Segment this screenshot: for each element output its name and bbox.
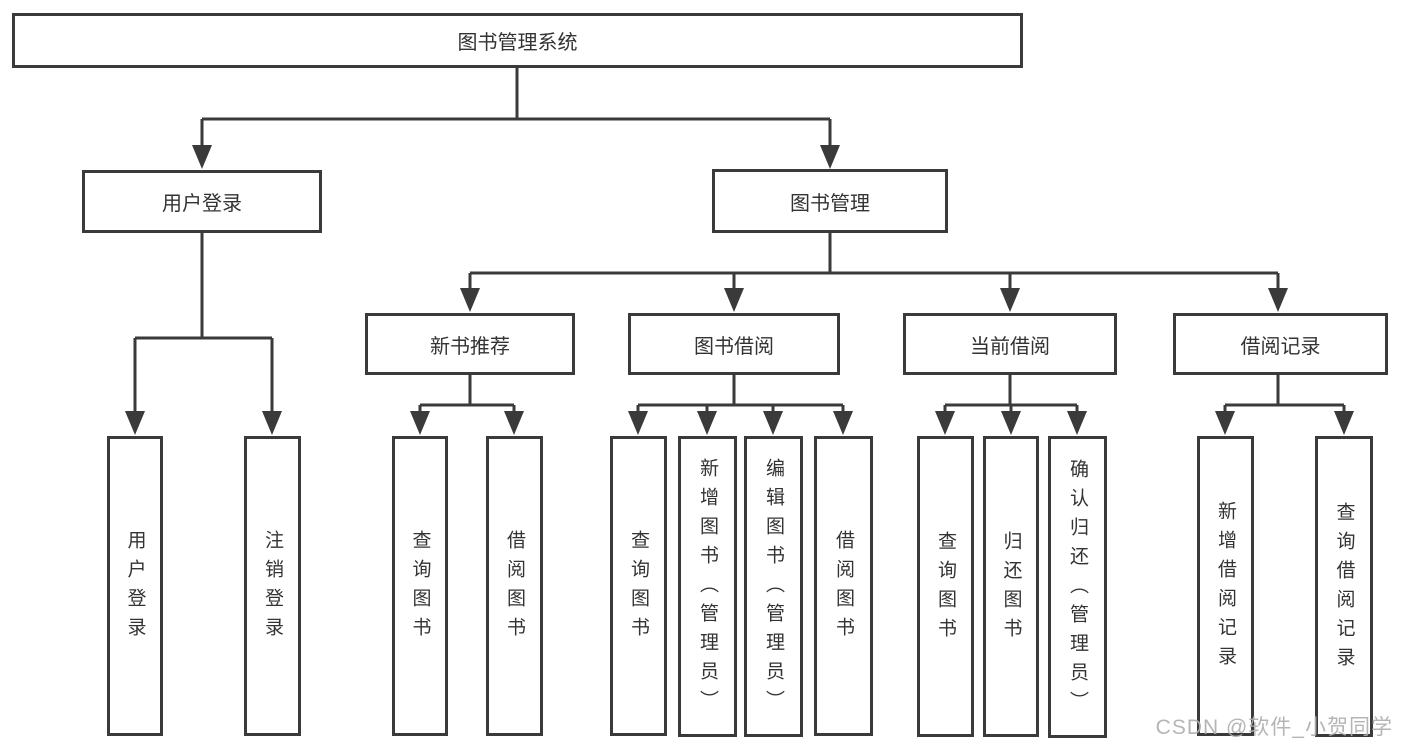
leaf-confirm-return-admin: 确认归还（管理员） bbox=[1048, 436, 1107, 738]
node-user-login: 用户登录 bbox=[82, 170, 322, 233]
watermark: CSDN @软件_小贺同学 bbox=[1155, 716, 1393, 739]
leaf-add-books-admin: 新增图书（管理员） bbox=[678, 436, 737, 737]
node-borrow-records: 借阅记录 bbox=[1173, 313, 1388, 375]
node-root: 图书管理系统 bbox=[12, 13, 1023, 68]
leaf-borrow-books: 借阅图书 bbox=[814, 436, 873, 736]
leaf-return-books: 归还图书 bbox=[983, 436, 1039, 737]
leaf-edit-books-admin: 编辑图书（管理员） bbox=[744, 436, 803, 737]
leaf-logout-login: 注销登录 bbox=[244, 436, 301, 736]
leaf-query-books-borrow: 查询图书 bbox=[610, 436, 667, 736]
node-book-borrow: 图书借阅 bbox=[628, 313, 840, 375]
leaf-user-login: 用户登录 bbox=[107, 436, 163, 736]
leaf-query-borrow-record: 查询借阅记录 bbox=[1315, 436, 1373, 737]
leaf-query-books-recommend: 查询图书 bbox=[392, 436, 448, 736]
leaf-borrow-books-recommend: 借阅图书 bbox=[486, 436, 543, 736]
leaf-add-borrow-record: 新增借阅记录 bbox=[1197, 436, 1254, 736]
node-current-borrow: 当前借阅 bbox=[903, 313, 1117, 375]
node-new-book-recommend: 新书推荐 bbox=[365, 313, 575, 375]
leaf-query-books-current: 查询图书 bbox=[917, 436, 974, 737]
node-book-management: 图书管理 bbox=[712, 169, 948, 233]
